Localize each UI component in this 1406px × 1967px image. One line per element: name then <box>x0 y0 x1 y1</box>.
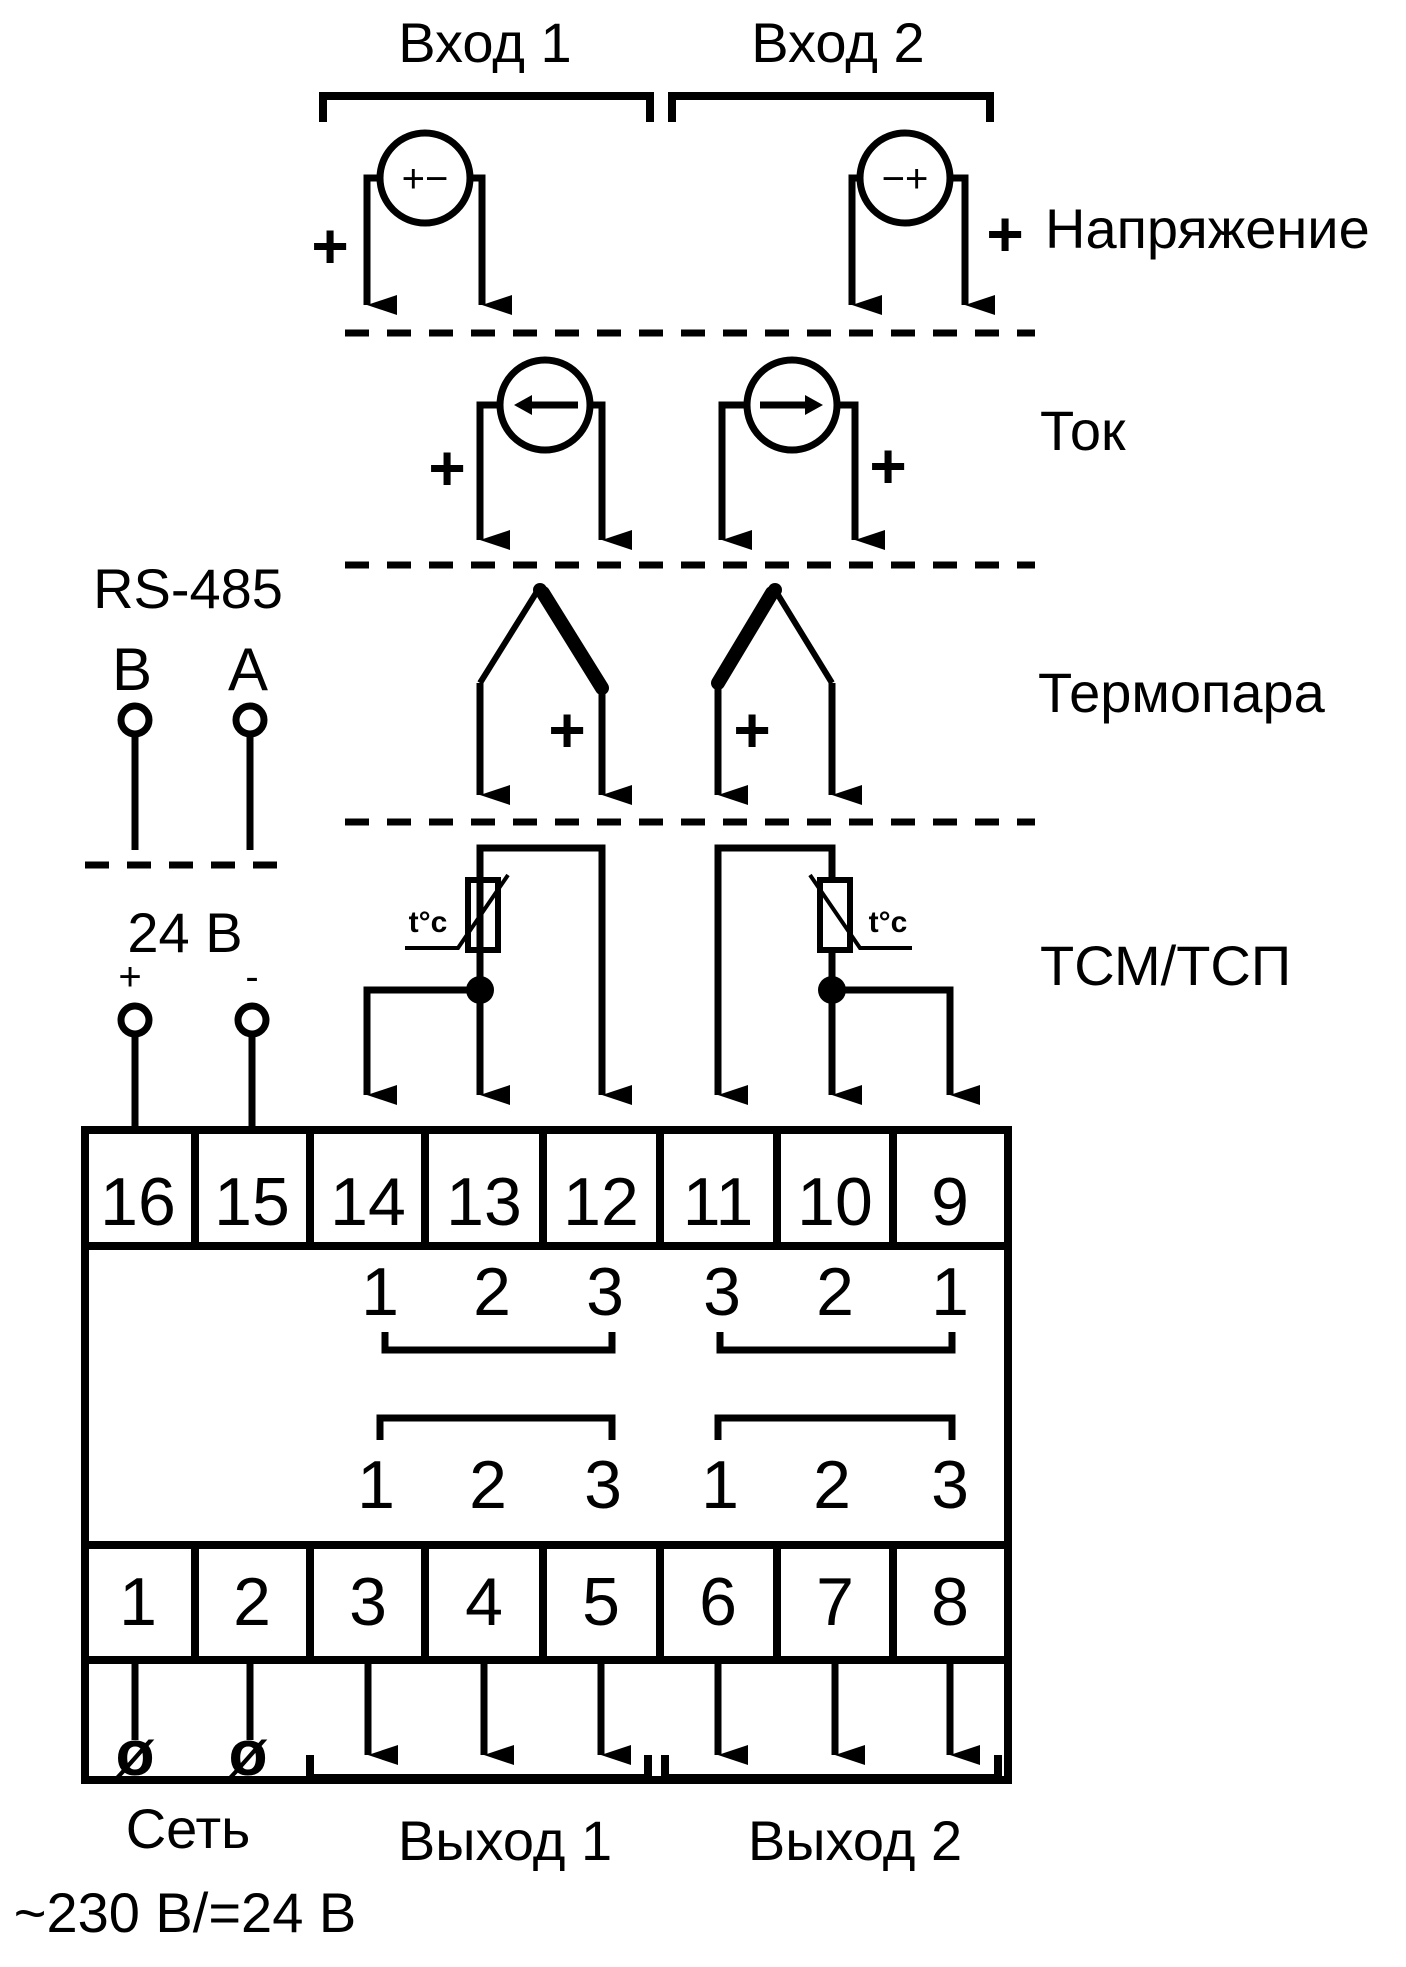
top-terminal-row: 16 15 14 13 12 11 10 9 <box>100 1164 969 1240</box>
output-wires <box>306 1660 1002 1782</box>
power-spec: ~230 В/=24 В <box>14 1881 357 1944</box>
inner-brackets <box>376 1332 956 1440</box>
plus-sign: + <box>428 432 465 504</box>
voltage-source-input2 <box>848 129 995 315</box>
inner-label: 1 <box>361 1254 399 1330</box>
terminal-12: 12 <box>563 1164 639 1240</box>
terminal-2: 2 <box>233 1564 271 1640</box>
terminal-3: 3 <box>349 1564 387 1640</box>
current-source-input2 <box>718 356 885 550</box>
plus-sign: + <box>869 430 906 502</box>
inner-label: 2 <box>469 1447 507 1523</box>
inner-label: 2 <box>473 1254 511 1330</box>
inner-label: 2 <box>816 1254 854 1330</box>
terminal-16: 16 <box>100 1164 176 1240</box>
power-wires <box>131 1660 254 1740</box>
power-terminal-icon: ø <box>115 1717 154 1789</box>
supply24-connectors <box>117 1002 270 1130</box>
inner-label: 1 <box>931 1254 969 1330</box>
terminal-8: 8 <box>931 1564 969 1640</box>
power-terminal-icon: ø <box>228 1717 267 1789</box>
terminal-11: 11 <box>683 1164 754 1240</box>
thermocouple-input1 <box>476 583 632 805</box>
terminal-6: 6 <box>699 1564 737 1640</box>
plus-sign: + <box>733 694 770 766</box>
output2-label: Выход 2 <box>748 1809 962 1872</box>
terminal-13: 13 <box>446 1164 522 1240</box>
inner-label: 3 <box>703 1254 741 1330</box>
terminal-14: 14 <box>330 1164 406 1240</box>
voltage-source-input1 <box>363 129 512 315</box>
voltage-source-polarity-1: +− <box>402 157 449 201</box>
rs485-b-label: B <box>112 636 152 703</box>
rtd-input2 <box>714 844 980 1105</box>
rs485-connectors <box>117 702 268 850</box>
temp-symbol: t°c <box>869 906 908 939</box>
plus-sign: + <box>986 198 1023 270</box>
power-label: Сеть <box>126 1797 251 1860</box>
input2-bracket <box>668 92 994 122</box>
rtd-label: ТСМ/ТСП <box>1040 934 1291 997</box>
supply24-plus: + <box>118 955 141 999</box>
terminal-15: 15 <box>214 1164 290 1240</box>
input1-label: Вход 1 <box>398 11 571 74</box>
plus-sign: + <box>548 694 585 766</box>
plus-sign: + <box>311 210 348 282</box>
rs485-title: RS-485 <box>93 557 283 620</box>
inner-label: 3 <box>586 1254 624 1330</box>
input1-bracket <box>319 92 654 122</box>
inner-upper-labels: 1 2 3 3 2 1 <box>361 1254 969 1330</box>
inner-label: 3 <box>931 1447 969 1523</box>
inner-label: 3 <box>584 1447 622 1523</box>
voltage-label: Напряжение <box>1045 197 1370 260</box>
rs485-a-label: A <box>228 636 268 703</box>
rtd-input1 <box>363 844 632 1105</box>
temp-symbol: t°c <box>409 906 448 939</box>
terminal-1: 1 <box>119 1564 157 1640</box>
supply24-title: 24 В <box>127 901 242 964</box>
terminal-10: 10 <box>797 1164 873 1240</box>
input2-label: Вход 2 <box>751 11 924 74</box>
inner-label: 1 <box>701 1447 739 1523</box>
supply24-minus: - <box>245 955 258 999</box>
current-source-input1 <box>476 356 632 550</box>
terminal-9: 9 <box>931 1164 969 1240</box>
terminal-4: 4 <box>465 1564 503 1640</box>
thermocouple-label: Термопара <box>1038 661 1326 724</box>
inner-label: 1 <box>357 1447 395 1523</box>
terminal-5: 5 <box>582 1564 620 1640</box>
output1-label: Выход 1 <box>398 1809 612 1872</box>
thermocouple-input2 <box>711 583 862 805</box>
inner-label: 2 <box>813 1447 851 1523</box>
bottom-terminal-row: 1 2 3 4 5 6 7 8 <box>119 1564 969 1640</box>
inner-lower-labels: 1 2 3 1 2 3 <box>357 1447 969 1523</box>
terminal-7: 7 <box>816 1564 854 1640</box>
voltage-source-polarity-2: −+ <box>882 157 929 201</box>
current-label: Ток <box>1040 399 1126 462</box>
